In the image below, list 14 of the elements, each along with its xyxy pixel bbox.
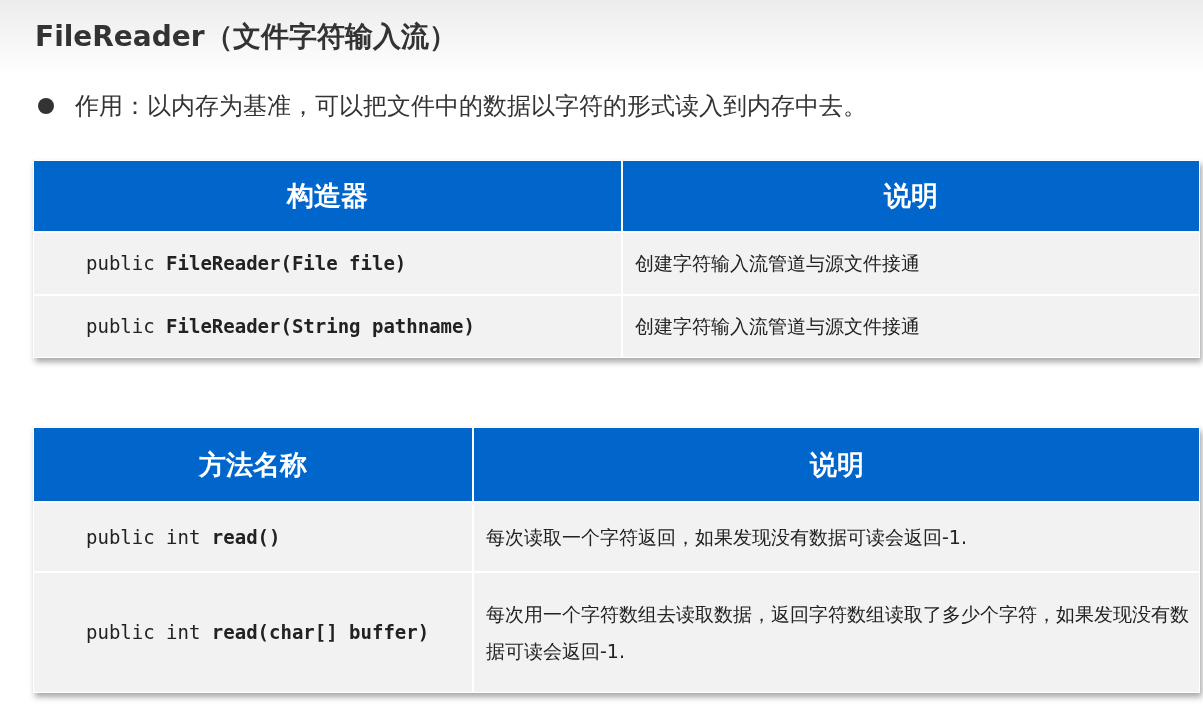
description-text: 每次读取一个字符返回，如果发现没有数据可读会返回-1. — [486, 524, 967, 550]
code-signature: public int read(char[] buffer) — [86, 620, 430, 646]
code-signature: public FileReader(File file) — [86, 251, 407, 277]
column-header: 方法名称 — [199, 447, 307, 482]
column-header: 说明 — [809, 447, 864, 482]
description-text: 每次用一个字符数组去读取数据，返回字符数组读取了多少个字符，如果发现没有数据可读会返回-1. — [486, 602, 1190, 664]
description-text: 创建字符输入流管道与源文件接通 — [635, 314, 920, 340]
column-header: 说明 — [884, 179, 938, 214]
slide-title: FileReader（文件字符输入流） — [35, 19, 457, 55]
description-text: 创建字符输入流管道与源文件接通 — [635, 251, 920, 277]
code-signature: public FileReader(String pathname) — [86, 314, 475, 340]
bullet-text: 作用：以内存为基准，可以把文件中的数据以字符的形式读入到内存中去。 — [75, 91, 867, 122]
code-signature: public int read() — [86, 524, 281, 550]
column-header: 构造器 — [287, 179, 368, 214]
